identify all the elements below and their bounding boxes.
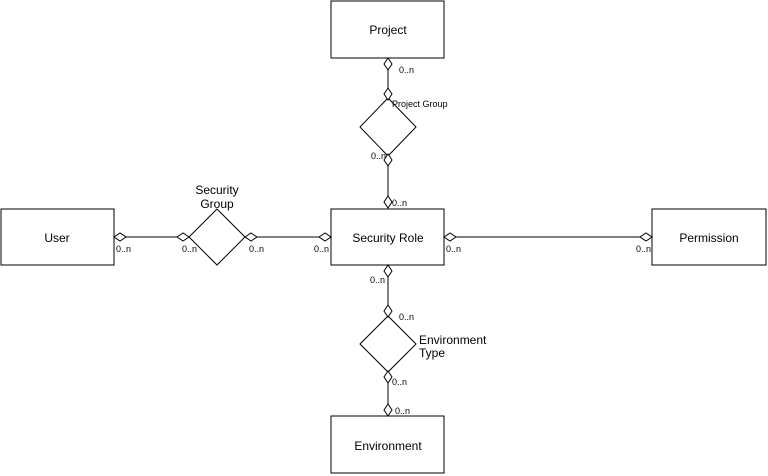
relationship-security-group[interactable]	[188, 208, 246, 266]
entity-permission-label: Permission	[679, 231, 738, 245]
entity-environment-label: Environment	[354, 439, 422, 453]
aggregation-markers	[113, 57, 653, 417]
aggregation-diamond-icon	[176, 232, 190, 242]
cardinality-label: 0..n	[446, 244, 461, 254]
cardinality-label: 0..n	[395, 406, 410, 416]
cardinality-label: 0..n	[392, 198, 407, 208]
aggregation-diamond-icon	[383, 57, 393, 71]
aggregation-diamond-icon	[383, 403, 393, 417]
relationship-environment-type-label-line1: Environment	[419, 333, 487, 347]
entity-project-label: Project	[369, 23, 407, 37]
aggregation-diamond-icon	[383, 304, 393, 318]
relationship-project-group-label: Project Group	[392, 99, 448, 109]
relationship-environment-type[interactable]	[359, 315, 417, 373]
aggregation-diamond-icon	[383, 370, 393, 384]
relationship-security-group-label-line2: Group	[200, 197, 234, 211]
cardinality-label: 0..n	[371, 151, 386, 161]
relationship-environment-type-label-line2: Type	[419, 346, 445, 360]
entity-user-label: User	[44, 231, 69, 245]
cardinality-label: 0..n	[249, 244, 264, 254]
entity-security-role[interactable]: Security Role	[330, 208, 445, 266]
relationship-security-group-label-line1: Security	[195, 183, 238, 197]
cardinality-label: 0..n	[399, 312, 414, 322]
cardinality-label: 0..n	[392, 377, 407, 387]
aggregation-diamond-icon	[383, 195, 393, 209]
cardinality-label: 0..n	[370, 275, 385, 285]
aggregation-diamond-icon	[639, 232, 653, 242]
cardinality-label: 0..n	[182, 244, 197, 254]
aggregation-diamond-icon	[113, 232, 127, 242]
aggregation-diamond-icon	[383, 264, 393, 278]
entity-environment[interactable]: Environment	[330, 415, 445, 474]
cardinality-label: 0..n	[314, 244, 329, 254]
entity-permission[interactable]: Permission	[651, 208, 767, 266]
cardinality-label: 0..n	[399, 65, 414, 75]
aggregation-diamond-icon	[443, 232, 457, 242]
cardinality-label: 0..n	[116, 244, 131, 254]
entity-project[interactable]: Project	[330, 0, 445, 59]
aggregation-diamond-icon	[383, 153, 393, 167]
aggregation-diamond-icon	[244, 232, 258, 242]
entity-security-role-label: Security Role	[352, 231, 424, 245]
aggregation-diamond-icon	[318, 232, 332, 242]
aggregation-diamond-icon	[383, 87, 393, 101]
cardinality-labels: 0..n 0..n 0..n 0..n 0..n 0..n 0..n 0..n …	[116, 65, 651, 416]
cardinality-label: 0..n	[636, 244, 651, 254]
entity-user[interactable]: User	[0, 208, 115, 266]
